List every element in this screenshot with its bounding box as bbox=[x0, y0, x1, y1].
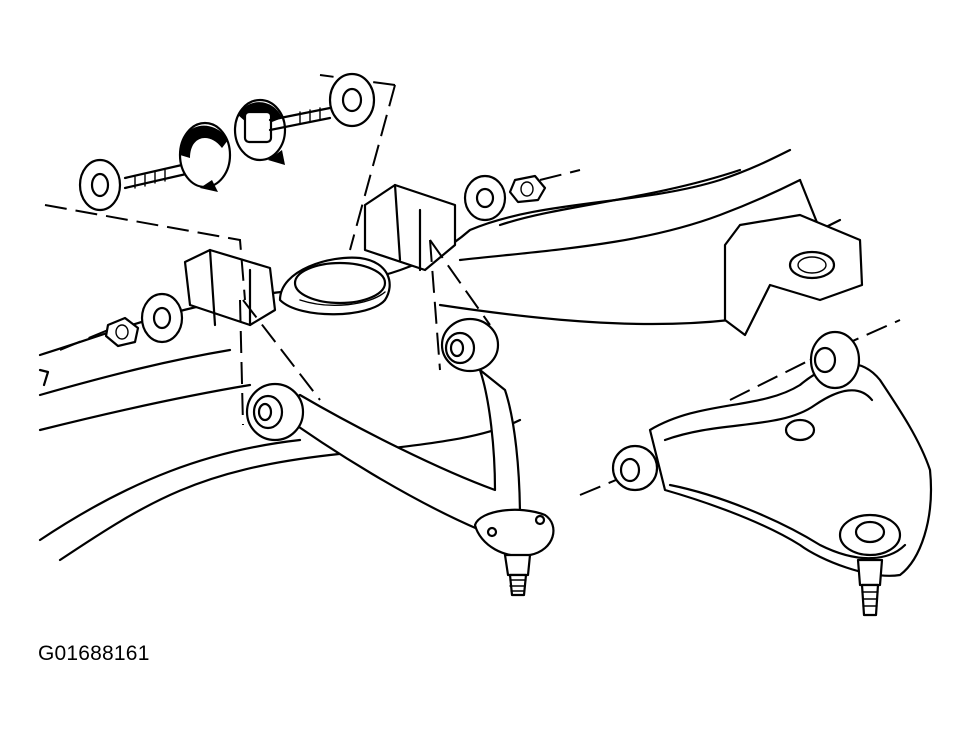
washer-rear bbox=[463, 174, 507, 222]
figure-id-label: G01688161 bbox=[38, 642, 150, 665]
upper-control-arm-removed bbox=[611, 330, 932, 617]
cam-plate-lower bbox=[178, 121, 232, 192]
nut-front bbox=[104, 316, 140, 348]
frame-edge-detail bbox=[38, 368, 50, 387]
front-mounting-bracket bbox=[183, 248, 277, 327]
cam-washer-left bbox=[78, 158, 122, 212]
washer-front bbox=[140, 292, 184, 344]
adjusting-bolt-upper bbox=[243, 106, 332, 144]
frame-bracket bbox=[723, 213, 864, 337]
upper-control-arm-installed bbox=[245, 317, 555, 597]
spring-seat bbox=[278, 256, 391, 316]
frame-rail bbox=[38, 148, 842, 562]
cam-washer-right bbox=[328, 72, 376, 128]
nut-rear bbox=[508, 174, 547, 204]
rear-mounting-bracket bbox=[363, 183, 457, 272]
